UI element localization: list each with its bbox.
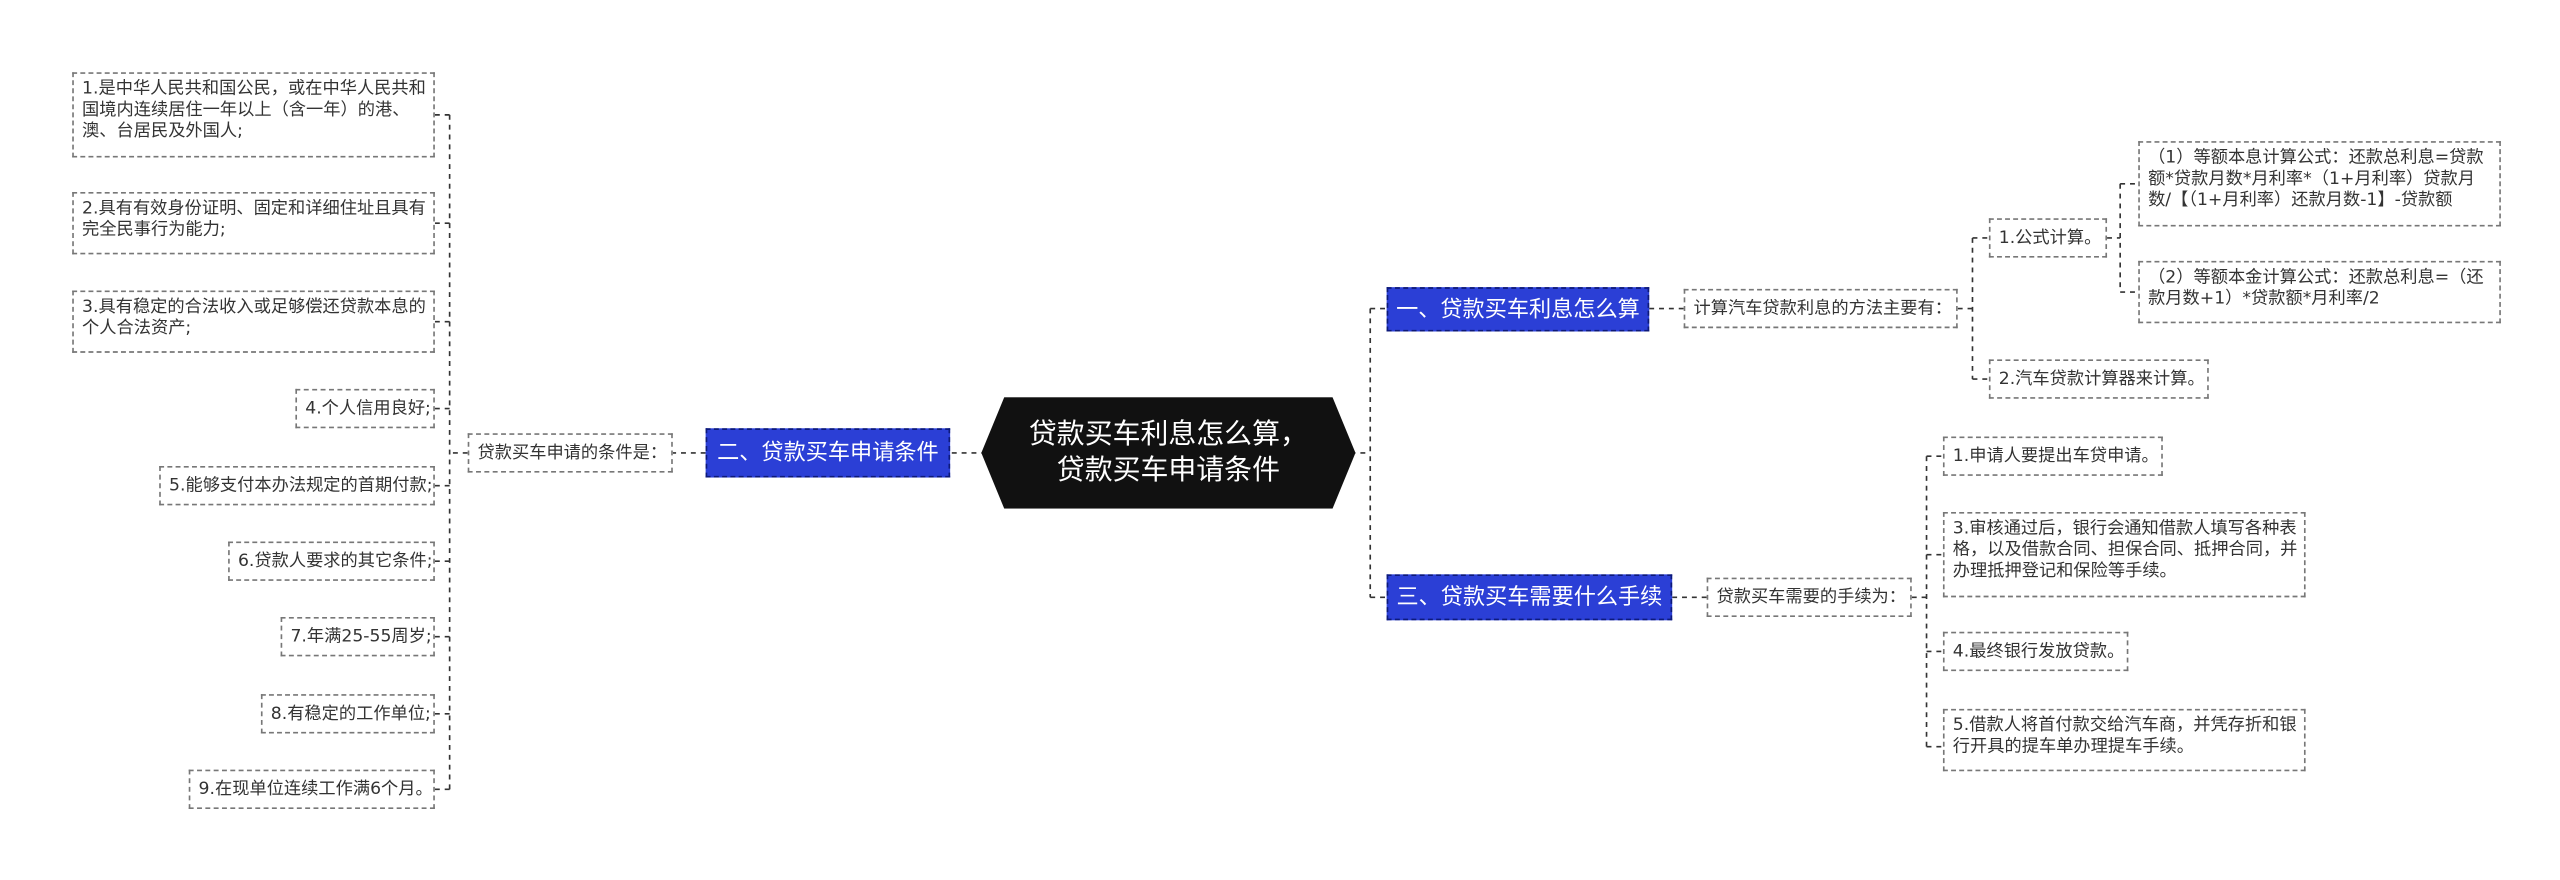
condition-item[interactable]: 8.有稳定的工作单位; (260, 694, 435, 734)
equal-installment-formula-node[interactable]: （1）等额本息计算公式：还款总利息=贷款额*贷款月数*月利率*（1+月利率）贷款… (2138, 141, 2501, 227)
equal-principal-formula-node[interactable]: （2）等额本金计算公式：还款总利息=（还款月数+1）*贷款额*月利率/2 (2138, 260, 2501, 324)
loan-calculator-node[interactable]: 2.汽车贷款计算器来计算。 (1988, 359, 2209, 399)
branch-required-procedures[interactable]: 三、贷款买车需要什么手续 (1386, 574, 1673, 621)
branch-application-conditions[interactable]: 二、贷款买车申请条件 (705, 428, 951, 478)
condition-item[interactable]: 1.是中华人民共和国公民，或在中华人民共和国境内连续居住一年以上（含一年）的港、… (72, 72, 435, 158)
condition-item[interactable]: 4.个人信用良好; (295, 388, 435, 429)
formula-calculation-node[interactable]: 1.公式计算。 (1988, 218, 2108, 258)
condition-item[interactable]: 3.具有稳定的合法收入或足够偿还贷款本息的个人合法资产; (72, 290, 435, 353)
root-topic[interactable]: 贷款买车利息怎么算，贷款买车申请条件 (981, 397, 1355, 509)
procedure-step[interactable]: 4.最终银行发放贷款。 (1942, 631, 2129, 672)
branch-interest-calculation[interactable]: 一、贷款买车利息怎么算 (1386, 287, 1650, 332)
procedure-step[interactable]: 3.审核通过后，银行会通知借款人填写各种表格，以及借款合同、担保合同、抵押合同，… (1942, 511, 2306, 598)
conditions-intro-node[interactable]: 贷款买车申请的条件是： (467, 433, 673, 473)
condition-item[interactable]: 7.年满25-55周岁; (280, 617, 435, 657)
procedure-step[interactable]: 5.借款人将首付款交给汽车商，并凭存折和银行开具的提车单办理提车手续。 (1942, 708, 2306, 772)
condition-item[interactable]: 6.贷款人要求的其它条件; (228, 541, 435, 581)
condition-item[interactable]: 2.具有有效身份证明、固定和详细住址且具有完全民事行为能力; (72, 191, 435, 255)
interest-methods-node[interactable]: 计算汽车贷款利息的方法主要有： (1683, 288, 1958, 329)
condition-item[interactable]: 9.在现单位连续工作满6个月。 (188, 769, 435, 810)
procedure-step[interactable]: 1.申请人要提出车贷申请。 (1942, 436, 2163, 476)
procedures-intro-node[interactable]: 贷款买车需要的手续为： (1706, 577, 1912, 618)
condition-item[interactable]: 5.能够支付本办法规定的首期付款; (159, 466, 435, 506)
